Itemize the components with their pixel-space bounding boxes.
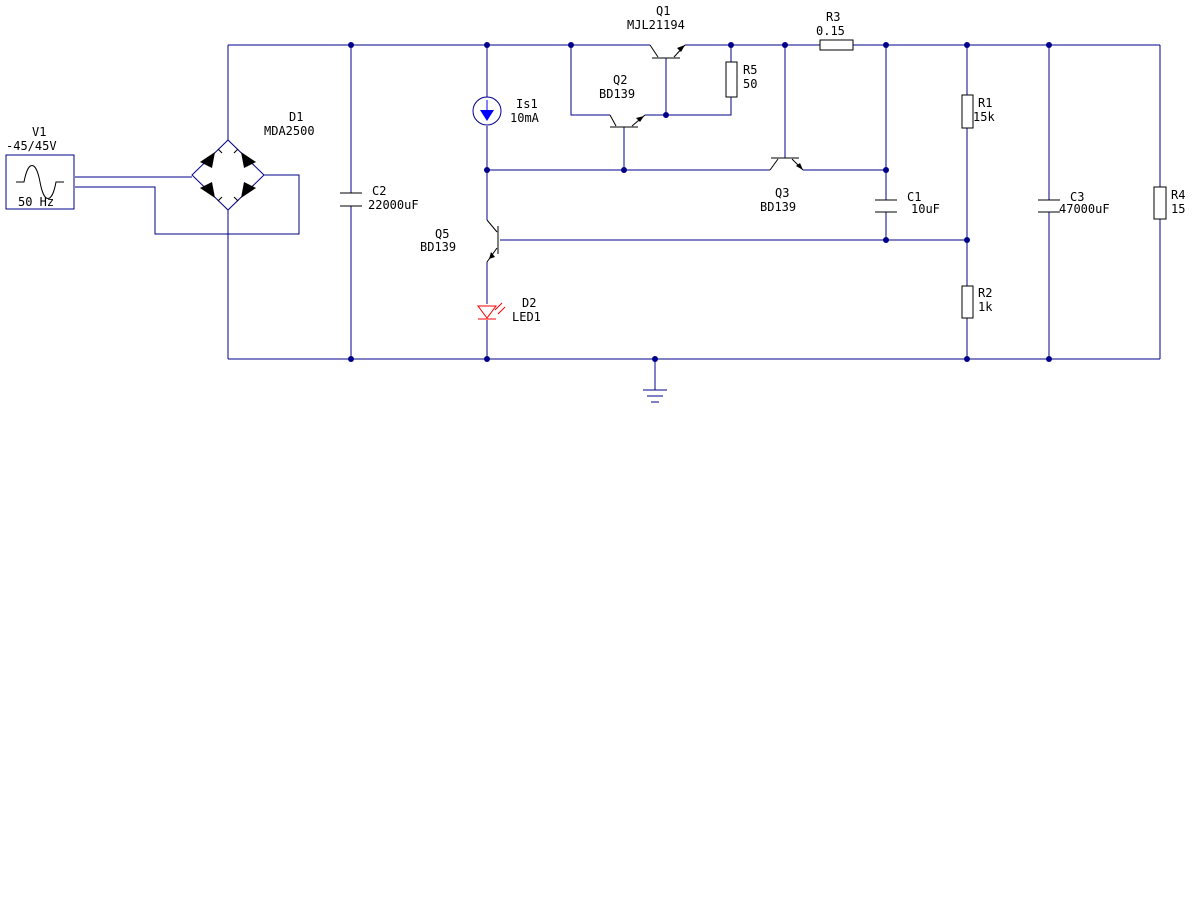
r4-resistor[interactable]: R4 15	[1153, 186, 1185, 220]
q2-ref-label: Q2	[613, 73, 627, 87]
v1-source[interactable]: V1 -45/45V 50 Hz	[5, 125, 75, 210]
ground-icon	[643, 389, 667, 403]
r3-ref-label: R3	[826, 10, 840, 24]
q3-value-label: BD139	[760, 200, 796, 214]
r3-value-label: 0.15	[816, 24, 845, 38]
q1-ref-label: Q1	[656, 4, 670, 18]
r1-value-label: 15k	[973, 110, 995, 124]
q5-ref-label: Q5	[435, 227, 449, 241]
d1-value-label: MDA2500	[264, 124, 315, 138]
q1-value-label: MJL21194	[627, 18, 685, 32]
d1-bridge-rectifier[interactable]: D1 MDA2500	[191, 110, 315, 211]
c1-ref-label: C1	[907, 190, 921, 204]
r4-value-label: 15	[1171, 202, 1185, 216]
r2-ref-label: R2	[978, 286, 992, 300]
q5-value-label: BD139	[420, 240, 456, 254]
r4-ref-label: R4	[1171, 188, 1185, 202]
d2-led[interactable]: D2 LED1	[477, 296, 541, 324]
d1-ref-label: D1	[289, 110, 303, 124]
q3-transistor[interactable]: Q3 BD139	[760, 157, 804, 214]
v1-value-label: -45/45V	[6, 139, 57, 153]
d2-ref-label: D2	[522, 296, 536, 310]
r1-ref-label: R1	[978, 96, 992, 110]
r2-resistor[interactable]: R2 1k	[961, 285, 993, 319]
r1-resistor[interactable]: R1 15k	[961, 94, 995, 129]
q2-transistor[interactable]: Q2 BD139	[599, 73, 646, 128]
c2-value-label: 22000uF	[368, 198, 419, 212]
r3-resistor[interactable]: R3 0.15	[816, 10, 854, 51]
q5-transistor[interactable]: Q5 BD139	[420, 219, 499, 263]
c2-ref-label: C2	[372, 184, 386, 198]
q1-transistor[interactable]: Q1 MJL21194	[627, 4, 686, 59]
is1-ref-label: Is1	[516, 97, 538, 111]
r5-ref-label: R5	[743, 63, 757, 77]
r5-resistor[interactable]: R5 50	[725, 61, 757, 98]
c3-ref-label: C3	[1070, 190, 1084, 204]
v1-freq-label: 50 Hz	[18, 195, 54, 209]
is1-value-label: 10mA	[510, 111, 540, 125]
q2-value-label: BD139	[599, 87, 635, 101]
r2-value-label: 1k	[978, 300, 993, 314]
c3-capacitor[interactable]: C3 47000uF	[1038, 190, 1110, 216]
r5-value-label: 50	[743, 77, 757, 91]
c3-value-label: 47000uF	[1059, 202, 1110, 216]
c1-value-label: 10uF	[911, 202, 940, 216]
wires	[75, 44, 1161, 390]
c2-capacitor[interactable]: C2 22000uF	[340, 184, 419, 212]
d2-value-label: LED1	[512, 310, 541, 324]
junction-dots	[348, 42, 1052, 362]
v1-ref-label: V1	[32, 125, 46, 139]
is1-current-source[interactable]: Is1 10mA	[472, 96, 540, 126]
c1-capacitor[interactable]: C1 10uF	[875, 190, 940, 216]
q3-ref-label: Q3	[775, 186, 789, 200]
